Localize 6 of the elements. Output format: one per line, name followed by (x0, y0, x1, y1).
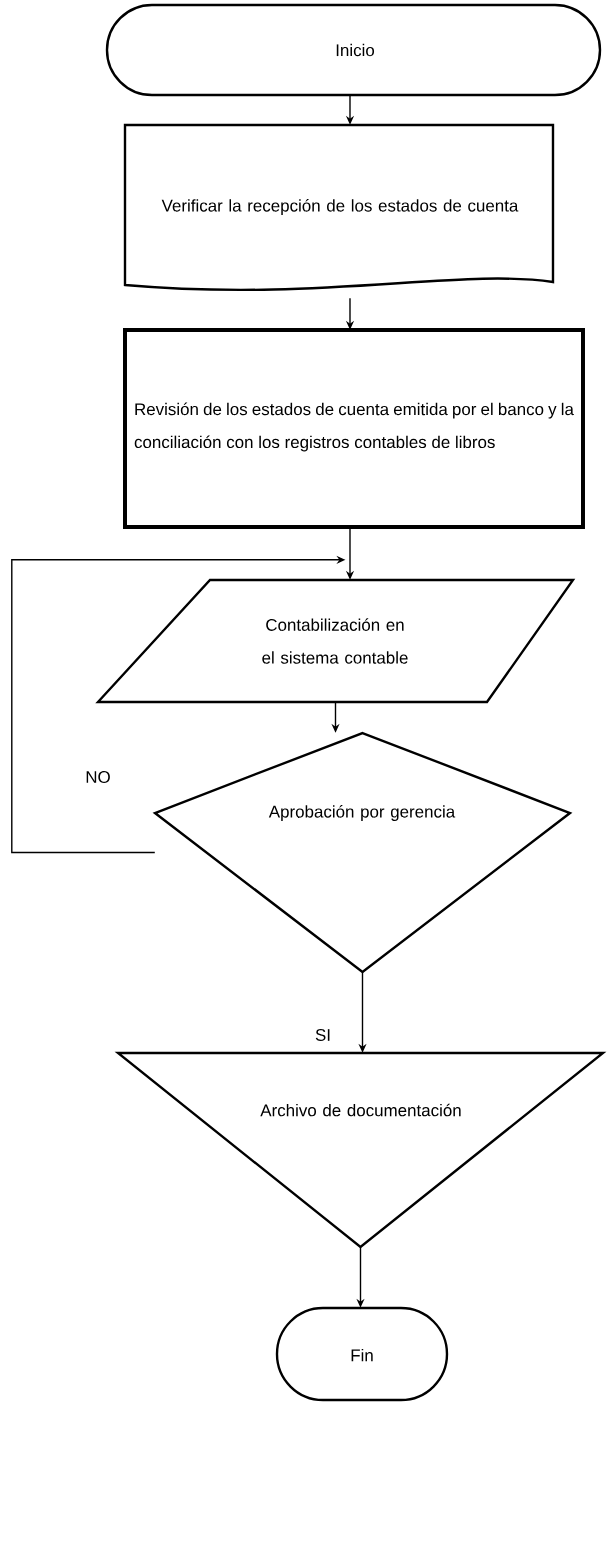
edge-label: SI (313, 1027, 333, 1043)
process-box: Revisión de los estados de cuenta emitida por el banco y la conciliación con los registros contables de libros (123, 328, 585, 529)
document-box: Verificar la recepción de los estados de cuenta (123, 123, 555, 291)
terminal-box: Fin (275, 1306, 449, 1402)
edge-label: NO (83, 769, 113, 785)
terminal-box: Inicio (105, 3, 602, 97)
